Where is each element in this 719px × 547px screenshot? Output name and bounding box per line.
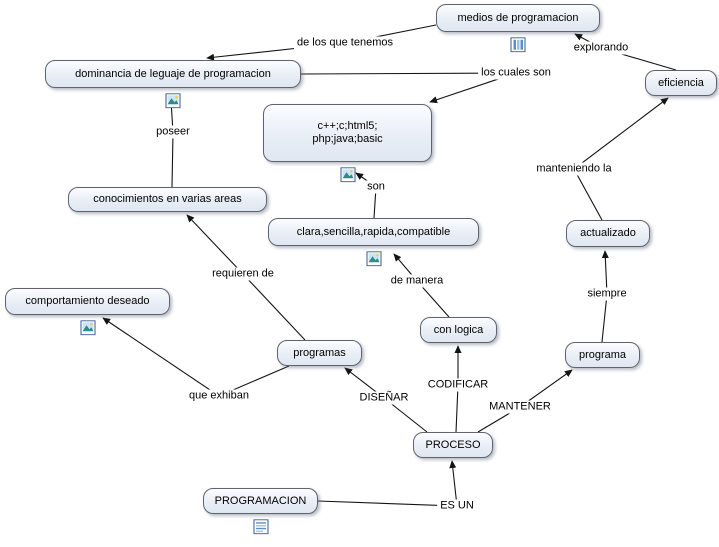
node-clara-sencilla[interactable]: clara,sencilla,rapida,compatible — [268, 218, 479, 267]
node-programas[interactable]: programas — [277, 340, 362, 366]
node-conocimientos[interactable]: conocimientos en varias areas — [68, 187, 267, 212]
concept-map-canvas: { "colors": { "canvas_background": "#fff… — [5, 4, 717, 535]
connector-actualizado-to-eficiencia — [573, 97, 669, 221]
node-lenguajes[interactable]: c++;c;html5; php;java;basic — [263, 104, 432, 183]
node-label: comportamiento deseado — [25, 295, 150, 307]
node-label: dominancia de leguaje de programacion — [75, 67, 271, 80]
link-label-los-cuales-son[interactable]: los cuales son — [478, 66, 554, 80]
link-label-poseer[interactable]: poseer — [153, 125, 193, 139]
node-label: eficiencia — [658, 76, 704, 89]
node-programa[interactable]: programa — [565, 342, 640, 368]
node-comportamiento-deseado[interactable]: comportamiento deseado — [5, 288, 170, 336]
node-label: programa — [578, 348, 627, 361]
link-label-explorando[interactable]: explorando — [570, 41, 632, 55]
link-label-disenar[interactable]: DISEÑAR — [356, 391, 412, 405]
node-label: conocimientos en varias areas — [93, 193, 242, 205]
picture-icon[interactable] — [80, 307, 95, 336]
node-programacion[interactable]: PROGRAMACION — [203, 488, 318, 535]
link-label-requieren-de[interactable]: requieren de — [209, 267, 277, 281]
link-label-mantener[interactable]: MANTENER — [486, 400, 554, 414]
link-label-siempre[interactable]: siempre — [584, 287, 630, 301]
node-medios-de-programacion[interactable]: medios de programacion — [436, 4, 600, 53]
link-label-es-un[interactable]: ES UN — [437, 499, 477, 513]
picture-icon[interactable] — [165, 80, 181, 109]
link-label-son[interactable]: son — [364, 180, 388, 194]
picture-icon[interactable] — [340, 154, 355, 183]
connector-programas-to-comportamiento — [102, 317, 290, 397]
node-label: PROGRAMACION — [214, 494, 307, 507]
node-actualizado[interactable]: actualizado — [566, 220, 650, 247]
film-strip-icon[interactable] — [510, 24, 526, 53]
link-label-de-manera[interactable]: de manera — [387, 274, 447, 288]
node-eficiencia[interactable]: eficiencia — [645, 70, 717, 96]
node-proceso[interactable]: PROCESO — [413, 432, 493, 458]
link-label-manteniendo-la[interactable]: manteniendo la — [533, 162, 615, 176]
connector-programacion-to-proceso — [317, 460, 458, 507]
node-label: c++;c;html5; php;java;basic — [312, 120, 383, 145]
node-label: medios de programacion — [457, 11, 579, 24]
document-icon[interactable] — [253, 506, 268, 535]
node-label: clara,sencilla,rapida,compatible — [296, 225, 451, 238]
node-con-logica[interactable]: con logica — [420, 317, 497, 343]
node-label: programas — [293, 346, 346, 359]
link-label-que-exhiban[interactable]: que exhiban — [186, 389, 252, 403]
node-label: con logica — [433, 323, 484, 336]
node-label: actualizado — [580, 227, 636, 239]
link-label-de-los-que-tenemos[interactable]: de los que tenemos — [293, 36, 397, 50]
node-label: PROCESO — [425, 438, 481, 451]
link-label-codificar[interactable]: CODIFICAR — [424, 378, 492, 392]
node-dominancia-de-leguaje[interactable]: dominancia de leguaje de programacion — [45, 60, 301, 109]
picture-icon[interactable] — [366, 238, 381, 267]
